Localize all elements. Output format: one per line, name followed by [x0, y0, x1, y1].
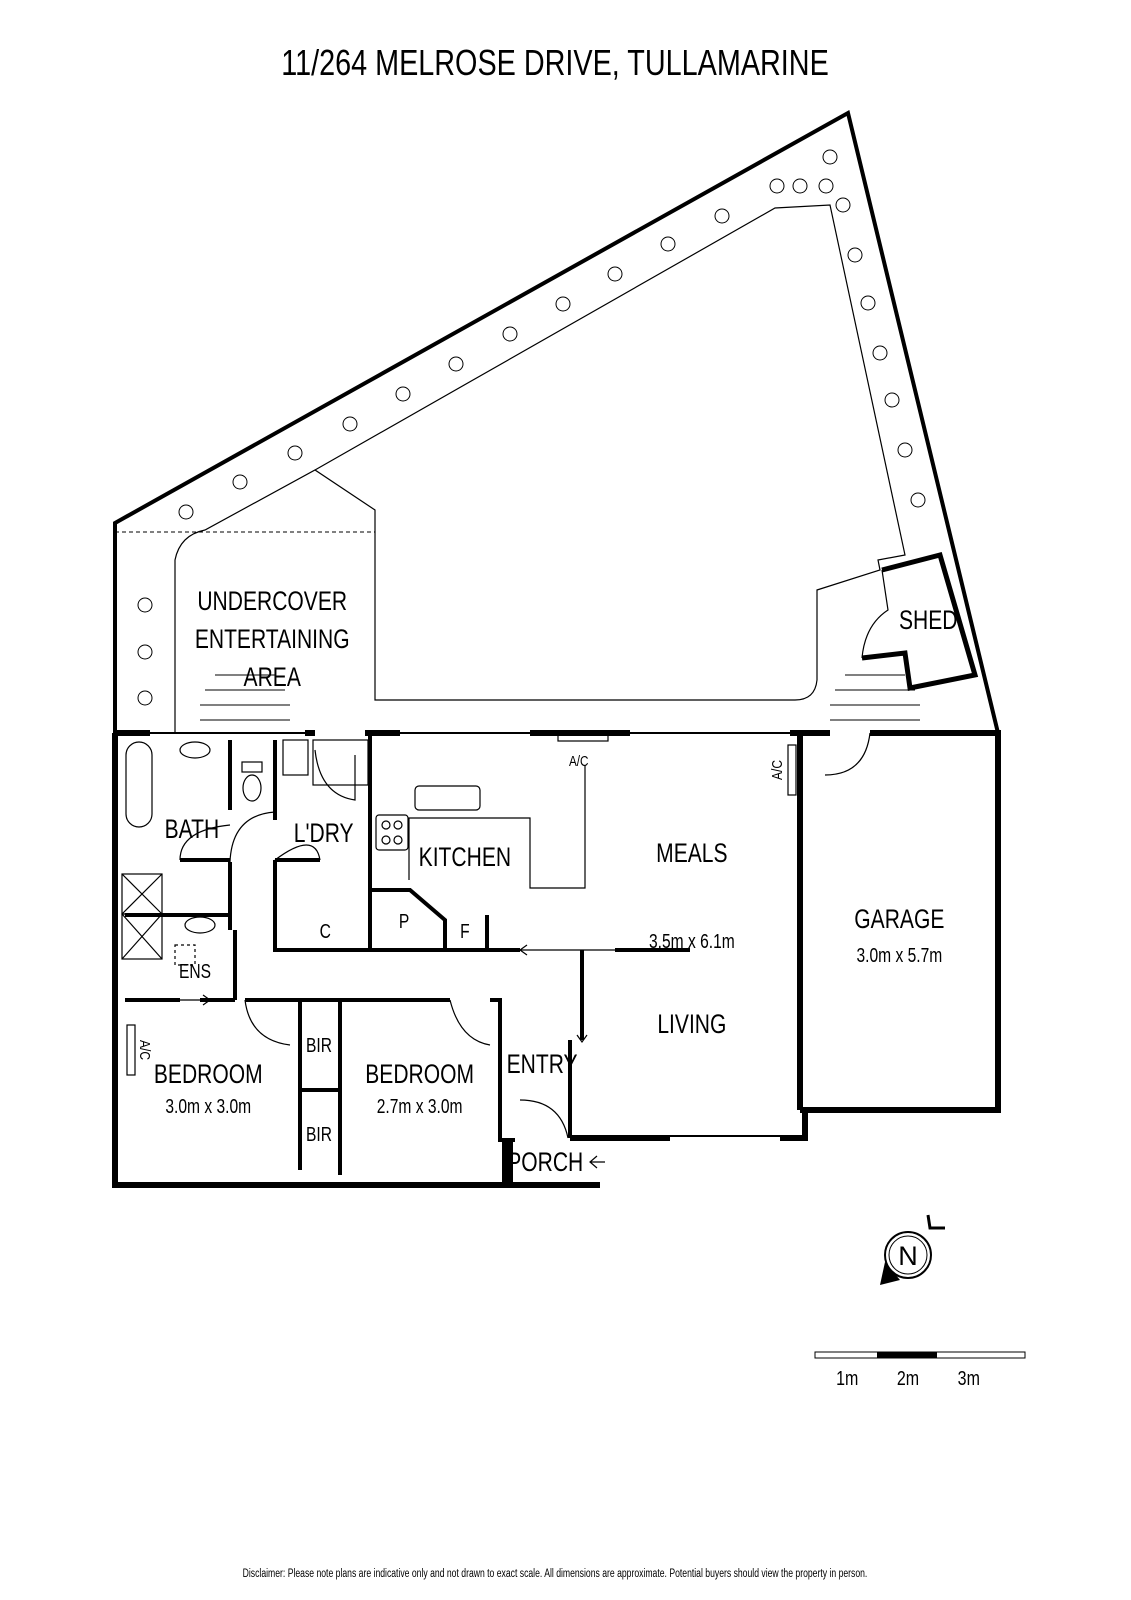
label-shed: SHED — [899, 606, 957, 636]
tree-icon — [860, 295, 876, 311]
label-fridge: F — [460, 920, 470, 942]
label-undercover-2: ENTERTAINING — [195, 625, 350, 655]
label-bedroom-1: BEDROOM — [154, 1060, 263, 1090]
garden-trees — [137, 149, 926, 706]
label-meals-living-dims: 3.5m x 6.1m — [649, 930, 735, 952]
tree-icon — [502, 326, 518, 342]
north-compass: N — [880, 1214, 945, 1285]
tree-icon — [178, 504, 194, 520]
lot-boundary — [113, 109, 1000, 735]
tree-icon — [137, 597, 153, 613]
scale-bar: 1m 2m 3m — [814, 1351, 1026, 1389]
label-cupboard: C — [320, 920, 331, 942]
tree-icon — [232, 474, 248, 490]
tree-icon — [818, 178, 834, 194]
label-ac-meals: A/C — [769, 760, 786, 780]
tree-icon — [910, 492, 926, 508]
tree-icon — [822, 149, 838, 165]
label-pantry: P — [399, 910, 409, 932]
tree-icon — [607, 266, 623, 282]
tree-icon — [448, 356, 464, 372]
tree-icon — [897, 442, 913, 458]
label-living: LIVING — [657, 1010, 726, 1040]
label-bedroom-1-dims: 3.0m x 3.0m — [165, 1095, 251, 1117]
compass-label: N — [898, 1241, 918, 1271]
label-porch: PORCH — [507, 1148, 583, 1178]
label-entry: ENTRY — [507, 1050, 578, 1080]
label-garage-dims: 3.0m x 5.7m — [856, 944, 942, 966]
door-swings — [179, 732, 871, 1169]
scale-label-2m: 2m — [897, 1367, 919, 1389]
house-walls — [112, 730, 1001, 1188]
tree-icon — [660, 236, 676, 252]
label-bir-2: BIR — [306, 1123, 332, 1145]
label-ac-bedroom: A/C — [137, 1040, 154, 1060]
tree-icon — [714, 208, 730, 224]
room-labels: UNDERCOVER ENTERTAINING AREA SHED BATH L… — [154, 587, 958, 1178]
label-laundry: L'DRY — [294, 819, 354, 849]
scale-label-1m: 1m — [836, 1367, 858, 1389]
paving — [200, 674, 920, 721]
label-ac-kitchen: A/C — [569, 753, 589, 770]
tree-icon — [792, 178, 808, 194]
scale-label-3m: 3m — [958, 1367, 980, 1389]
tree-icon — [847, 247, 863, 263]
label-bir-1: BIR — [306, 1034, 332, 1056]
fixtures — [121, 732, 797, 1076]
shed — [861, 551, 979, 691]
label-bedroom-2-dims: 2.7m x 3.0m — [377, 1095, 463, 1117]
label-undercover-1: UNDERCOVER — [197, 587, 347, 617]
tree-icon — [395, 386, 411, 402]
garden-path — [174, 204, 906, 733]
tree-icon — [884, 392, 900, 408]
label-garage: GARAGE — [854, 905, 944, 935]
tree-icon — [342, 416, 358, 432]
label-bath: BATH — [165, 815, 220, 845]
tree-icon — [287, 445, 303, 461]
label-undercover-3: AREA — [244, 663, 302, 693]
tree-icon — [137, 644, 153, 660]
tree-icon — [555, 296, 571, 312]
label-bedroom-2: BEDROOM — [365, 1060, 474, 1090]
tree-icon — [769, 178, 785, 194]
tree-icon — [835, 197, 851, 213]
disclaimer: Disclaimer: Please note plans are indica… — [243, 1568, 868, 1581]
label-meals: MEALS — [656, 839, 727, 869]
label-kitchen: KITCHEN — [419, 843, 511, 873]
plan-title: 11/264 MELROSE DRIVE, TULLAMARINE — [281, 42, 829, 83]
tree-icon — [137, 690, 153, 706]
tree-icon — [872, 345, 888, 361]
label-ens: ENS — [179, 960, 211, 982]
